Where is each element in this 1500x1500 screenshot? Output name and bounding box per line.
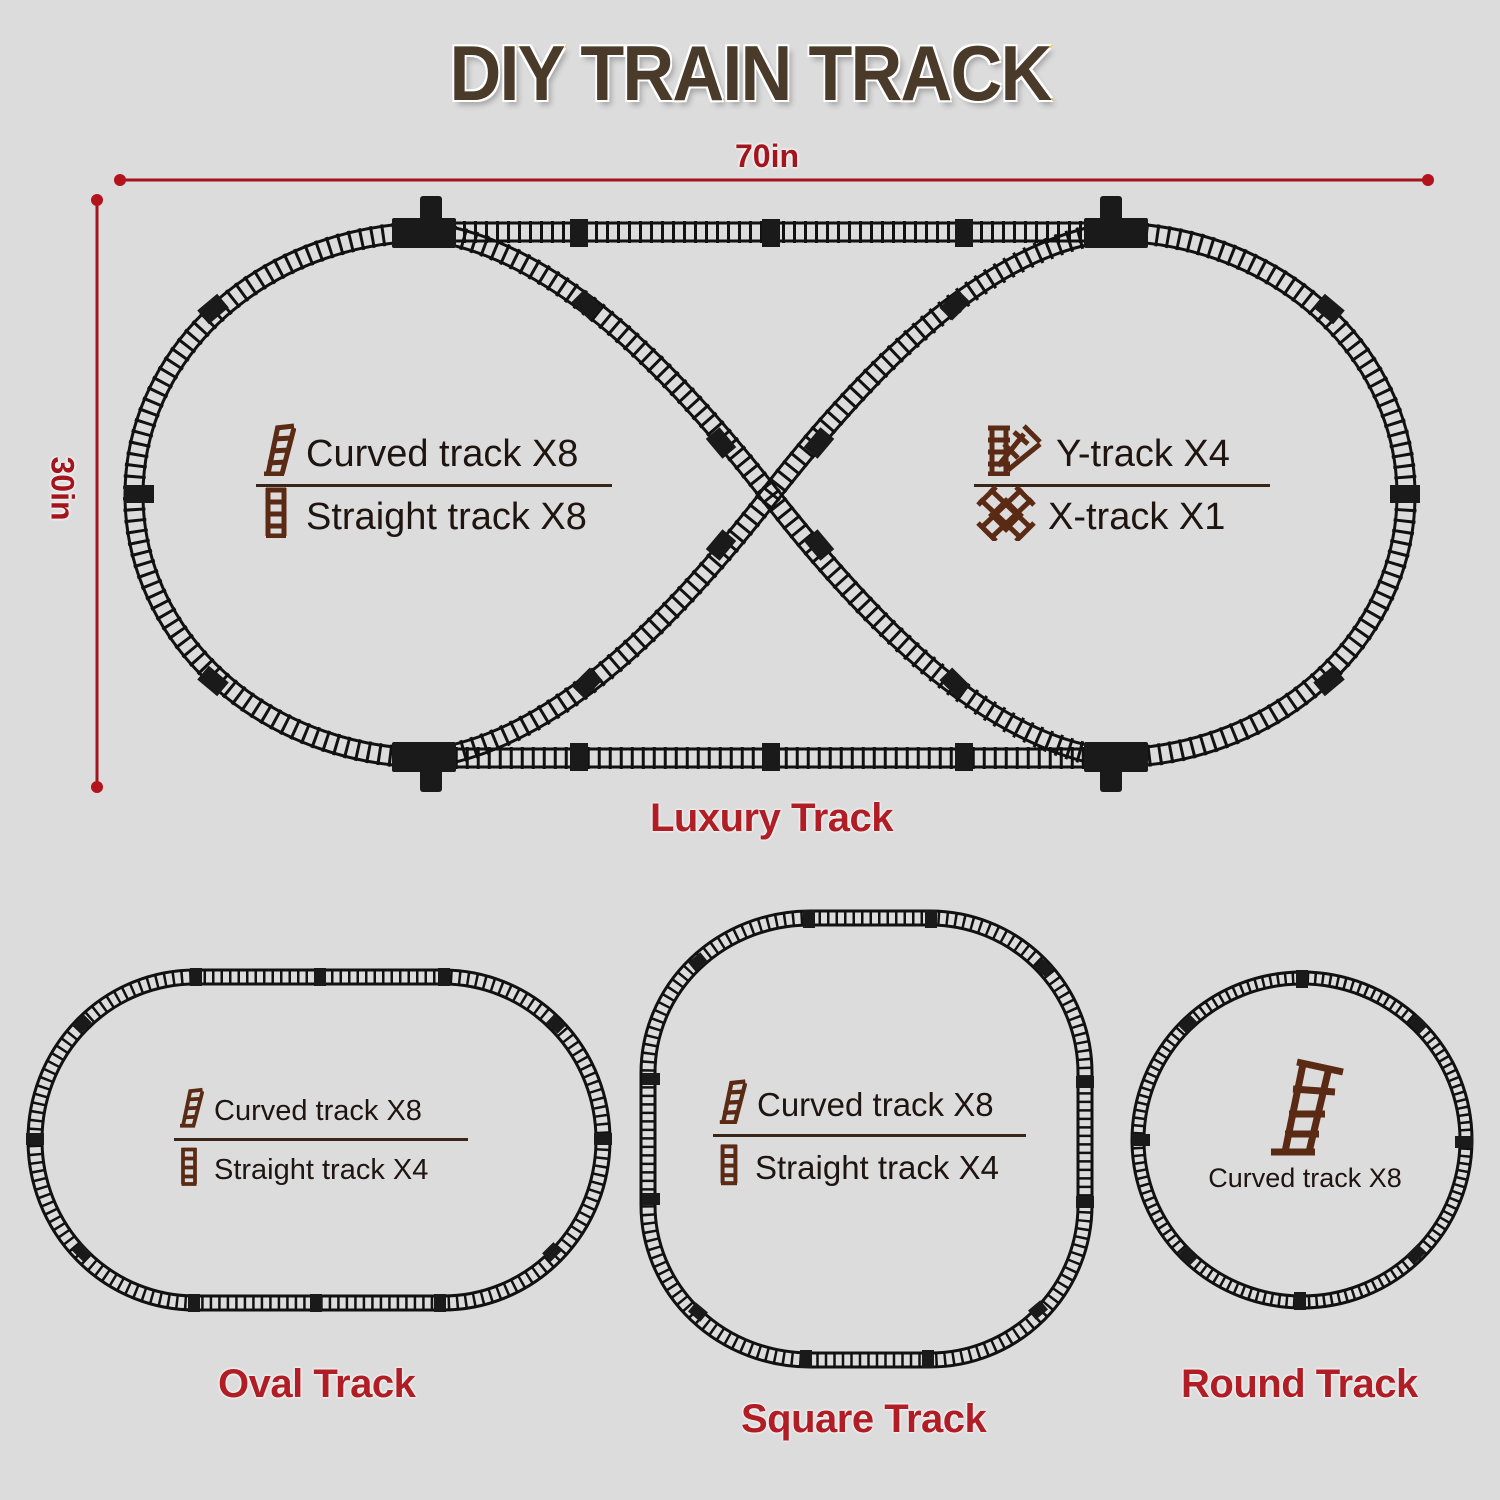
width-dimension-line	[114, 174, 1434, 186]
legend-divider	[256, 484, 612, 487]
legend-item-x-track: X-track X1	[974, 485, 1270, 547]
legend-divider	[174, 1138, 468, 1141]
curved-track-icon	[1190, 1056, 1420, 1163]
legend-text: Curved track X8	[1208, 1163, 1402, 1193]
luxury-track-label: Luxury Track	[650, 796, 894, 840]
square-legend: Curved track X8 Straight track X4	[713, 1076, 1026, 1199]
legend-text: Straight track X8	[306, 495, 587, 538]
legend-text: Curved track X8	[757, 1086, 994, 1123]
legend-item-straight: Straight track X8	[256, 487, 612, 547]
width-dimension-label: 70in	[735, 138, 800, 174]
square-track-diagram	[639, 909, 1094, 1369]
legend-divider	[713, 1134, 1026, 1137]
round-track-label: Round Track	[1181, 1362, 1418, 1406]
legend-text: Y-track X4	[1056, 432, 1230, 475]
height-dimension-label: 30in	[44, 456, 81, 521]
luxury-legend-right: Y-track X4 X-track X1	[974, 424, 1270, 547]
height-dimension-line	[91, 194, 103, 793]
page-title: DIY TRAIN TRACK	[448, 28, 1054, 119]
legend-item-curved: Curved track X8	[1190, 1056, 1420, 1194]
curved-track-icon	[256, 422, 297, 486]
legend-item-curved: Curved track X8	[713, 1076, 1026, 1134]
oval-track-label: Oval Track	[218, 1362, 416, 1406]
legend-item-straight: Straight track X4	[713, 1137, 1026, 1199]
legend-text: Curved track X8	[214, 1094, 422, 1127]
square-track-label: Square Track	[741, 1397, 987, 1441]
round-track-diagram	[1130, 970, 1474, 1310]
legend-text: Curved track X8	[306, 432, 579, 475]
curved-track-icon	[713, 1078, 748, 1132]
luxury-legend-left: Curved track X8 Straight track X8	[256, 422, 612, 547]
oval-track-diagram	[26, 968, 612, 1312]
legend-item-y-track: Y-track X4	[974, 424, 1270, 484]
straight-track-icon	[713, 1142, 745, 1194]
legend-divider	[974, 484, 1270, 487]
y-track-icon	[974, 422, 1046, 486]
straight-track-icon	[256, 486, 296, 548]
legend-item-curved: Curved track X8	[256, 422, 612, 486]
round-legend: Curved track X8	[1190, 1056, 1420, 1194]
curved-track-icon	[174, 1086, 205, 1136]
legend-text: Straight track X4	[214, 1153, 429, 1186]
legend-text: X-track X1	[1048, 495, 1226, 538]
x-track-icon	[974, 483, 1038, 551]
legend-text: Straight track X4	[755, 1149, 999, 1186]
luxury-track-diagram	[123, 196, 1420, 792]
oval-legend: Curved track X8 Straight track X4	[174, 1084, 468, 1199]
legend-item-curved: Curved track X8	[174, 1084, 468, 1138]
straight-track-icon	[174, 1146, 204, 1194]
legend-item-straight: Straight track X4	[174, 1141, 468, 1199]
